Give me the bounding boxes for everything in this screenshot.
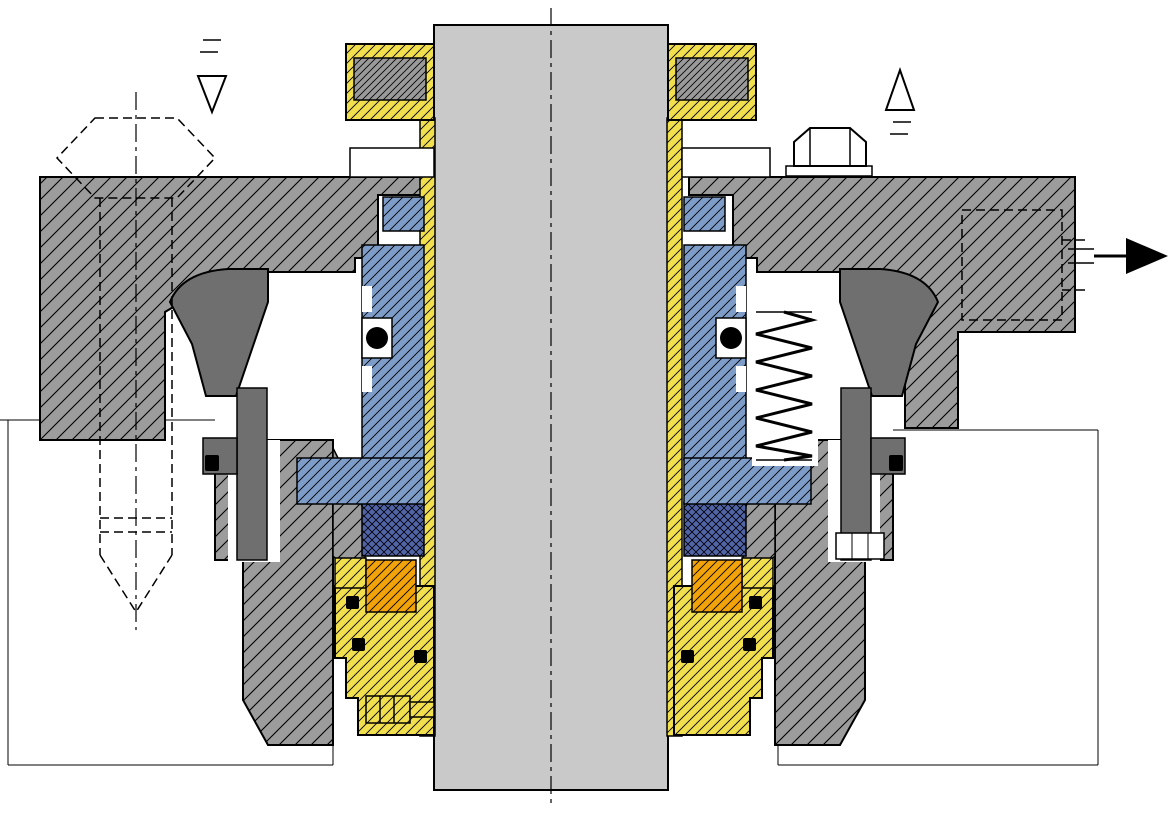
outlet-arrow xyxy=(1068,238,1168,274)
outlet-port-bore xyxy=(961,209,1088,321)
set-screw-right xyxy=(675,57,749,101)
packing-right xyxy=(683,501,747,557)
seal-ring-left xyxy=(296,196,425,505)
clamp-flange-right xyxy=(839,268,940,561)
gasket-right xyxy=(681,147,771,178)
clamp-flange-left xyxy=(168,268,269,561)
hex-bolt-top-right xyxy=(785,127,873,177)
drive-collar-right xyxy=(667,43,757,121)
o-ring-clamp-right xyxy=(889,455,903,471)
o-ring-right xyxy=(720,327,742,349)
o-ring-clamp-left xyxy=(205,455,219,471)
equipment-outline-right xyxy=(777,429,1099,766)
set-screw-left xyxy=(353,57,427,101)
bottom-gland-right xyxy=(673,557,774,736)
packing-left xyxy=(361,501,425,557)
bottom-gland-left xyxy=(334,557,435,736)
orange-spacer-right xyxy=(691,559,743,613)
spring xyxy=(752,300,818,466)
vent-arrow xyxy=(884,66,916,135)
small-nut-right xyxy=(835,532,885,560)
hidden-stud-left xyxy=(55,92,217,630)
drive-collar-left xyxy=(345,43,435,121)
inlet-arrow xyxy=(196,39,228,115)
o-ring-left xyxy=(366,327,388,349)
gasket-left xyxy=(349,147,435,178)
seal-ring-right xyxy=(683,196,812,505)
orange-spacer-left xyxy=(365,559,417,613)
